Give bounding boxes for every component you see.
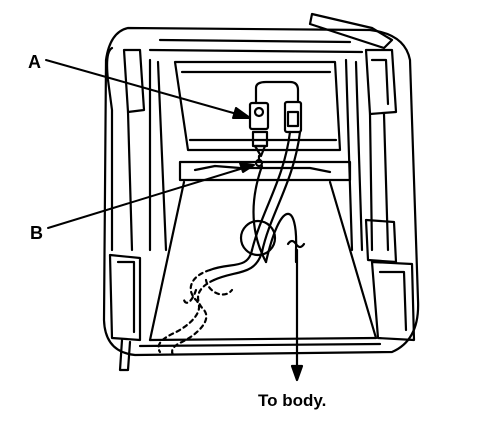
- leader-a: [46, 60, 250, 118]
- body-lead: [288, 241, 304, 380]
- connector-b: [253, 132, 267, 166]
- connector-a: [250, 82, 301, 132]
- lower-back-panel: [140, 182, 380, 346]
- left-side-bolster: [107, 48, 166, 370]
- wire-harness: [210, 132, 300, 280]
- right-side-bolster: [346, 50, 414, 340]
- callout-label-b: B: [30, 223, 43, 243]
- to-body-label: To body.: [258, 391, 327, 410]
- hidden-wires: [159, 270, 233, 356]
- grommet-hole: [241, 221, 275, 255]
- callout-label-a: A: [28, 52, 41, 72]
- leader-b: [48, 163, 254, 228]
- seat-back-frame: [104, 14, 418, 355]
